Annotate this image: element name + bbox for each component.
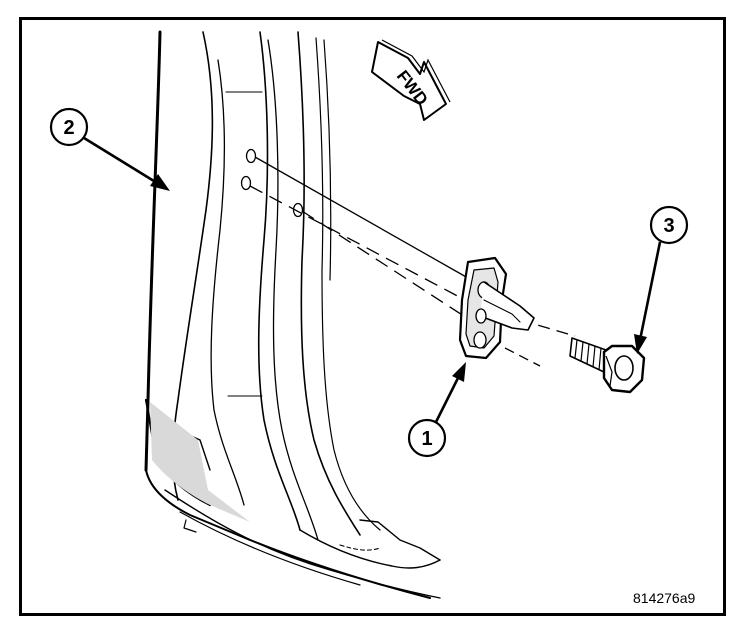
callout-1: 1 — [407, 362, 466, 458]
door-check-strap — [458, 256, 535, 360]
callout-2-number: 2 — [63, 117, 74, 139]
bolt — [569, 337, 646, 394]
fwd-direction-arrow: FWD — [371, 39, 451, 121]
callout-3: 3 — [634, 205, 689, 354]
callout-1-number: 1 — [421, 428, 432, 450]
door-pillar — [144, 30, 441, 599]
figure-id: 814276a9 — [633, 590, 696, 606]
rocker-shading — [150, 402, 250, 522]
alignment-lines — [249, 156, 576, 367]
callout-2: 2 — [49, 107, 170, 191]
diagram-frame — [19, 17, 726, 616]
callout-3-number: 3 — [663, 215, 674, 237]
